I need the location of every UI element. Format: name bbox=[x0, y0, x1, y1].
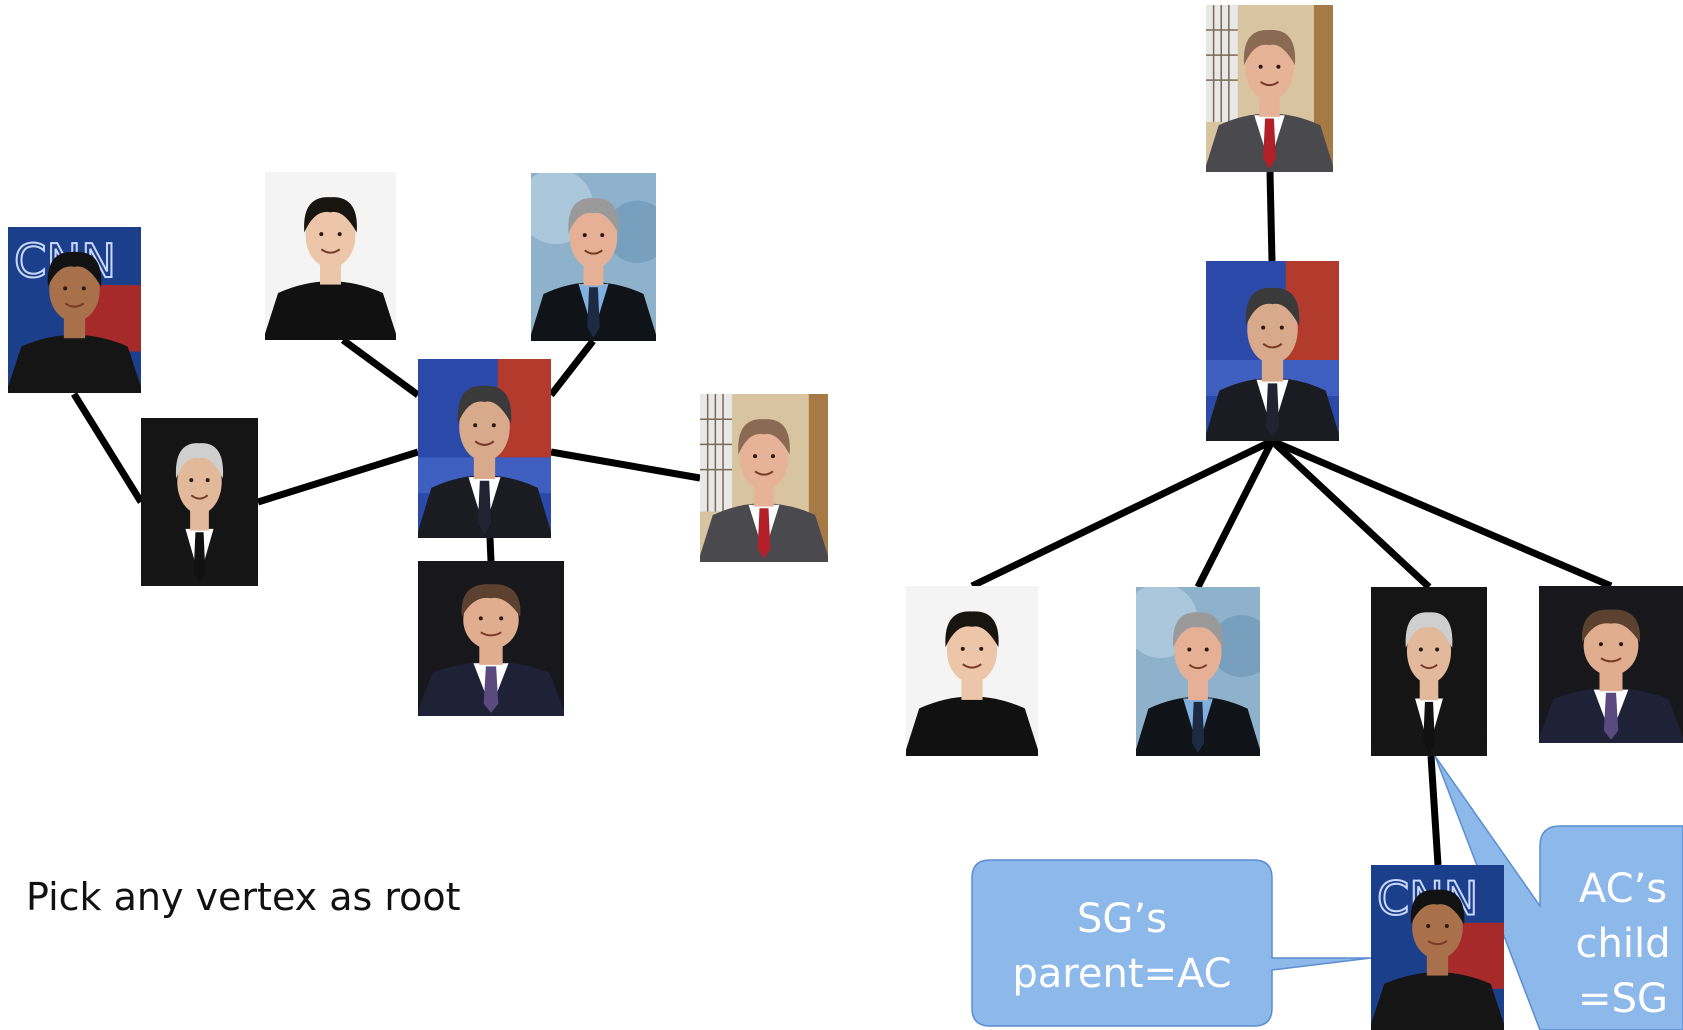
left-edge-sg-ac bbox=[71, 392, 144, 504]
rm-portrait-icon bbox=[265, 172, 396, 340]
bo-portrait-icon bbox=[1136, 587, 1260, 756]
left-edge-js-bw bbox=[486, 537, 495, 562]
left-node-js bbox=[418, 359, 551, 538]
left-node-ac bbox=[141, 418, 258, 586]
edges-layer bbox=[71, 171, 1613, 866]
left-edge-bo-js bbox=[548, 338, 596, 398]
left-node-sg: CNN bbox=[8, 227, 141, 393]
callout-ac-child-bubble bbox=[1434, 755, 1683, 1030]
ac-portrait-icon bbox=[1371, 587, 1487, 756]
right-edge-jsc-js bbox=[1266, 171, 1276, 262]
left-edge-js-jsc bbox=[550, 448, 701, 482]
right-node-bo bbox=[1136, 587, 1260, 756]
right-node-rm bbox=[906, 586, 1038, 756]
caption-text: Pick any vertex as root bbox=[26, 875, 461, 919]
sg-portrait-icon: CNN bbox=[1371, 865, 1504, 1030]
left-edge-rm-js bbox=[340, 337, 421, 398]
right-edge-js-bo bbox=[1194, 439, 1276, 589]
callout-ac-line-1: AC’s bbox=[1579, 866, 1667, 912]
jsc-portrait-icon bbox=[1206, 5, 1333, 172]
bw-portrait-icon bbox=[1539, 586, 1683, 743]
left-node-bo bbox=[531, 173, 656, 341]
callouts-layer: SG’s parent=AC AC’s child =SG bbox=[971, 755, 1683, 1030]
rm-portrait-icon bbox=[906, 586, 1038, 756]
right-edge-js-rm bbox=[970, 437, 1274, 590]
js-portrait-icon bbox=[1206, 261, 1339, 441]
callout-ac-line-2: child bbox=[1576, 921, 1671, 967]
right-edge-js-ac bbox=[1269, 438, 1432, 590]
right-edge-js-bw bbox=[1270, 437, 1613, 590]
bw-portrait-icon bbox=[418, 561, 564, 716]
js-portrait-icon bbox=[418, 359, 551, 538]
left-edge-ac-js bbox=[256, 448, 420, 506]
right-node-js bbox=[1206, 261, 1339, 441]
right-node-sg: CNN bbox=[1371, 865, 1504, 1030]
callout-sg-line-1: SG’s bbox=[1077, 896, 1167, 942]
right-edge-ac-sg bbox=[1427, 755, 1442, 866]
callout-sg-line-2: parent=AC bbox=[1012, 951, 1231, 997]
callout-sg-parent-bubble bbox=[971, 859, 1372, 1027]
right-node-bw bbox=[1539, 586, 1683, 743]
bo-portrait-icon bbox=[531, 173, 656, 341]
ac-portrait-icon bbox=[141, 418, 258, 586]
right-node-jsc bbox=[1206, 5, 1333, 172]
left-node-jsc bbox=[700, 394, 828, 562]
right-node-ac bbox=[1371, 587, 1487, 756]
left-node-bw bbox=[418, 561, 564, 716]
callout-ac-line-3: =SG bbox=[1578, 976, 1668, 1022]
sg-portrait-icon: CNN bbox=[8, 227, 141, 393]
nodes-layer: CNN CNN bbox=[8, 5, 1683, 1030]
left-node-rm bbox=[265, 172, 396, 340]
jsc-portrait-icon bbox=[700, 394, 828, 562]
